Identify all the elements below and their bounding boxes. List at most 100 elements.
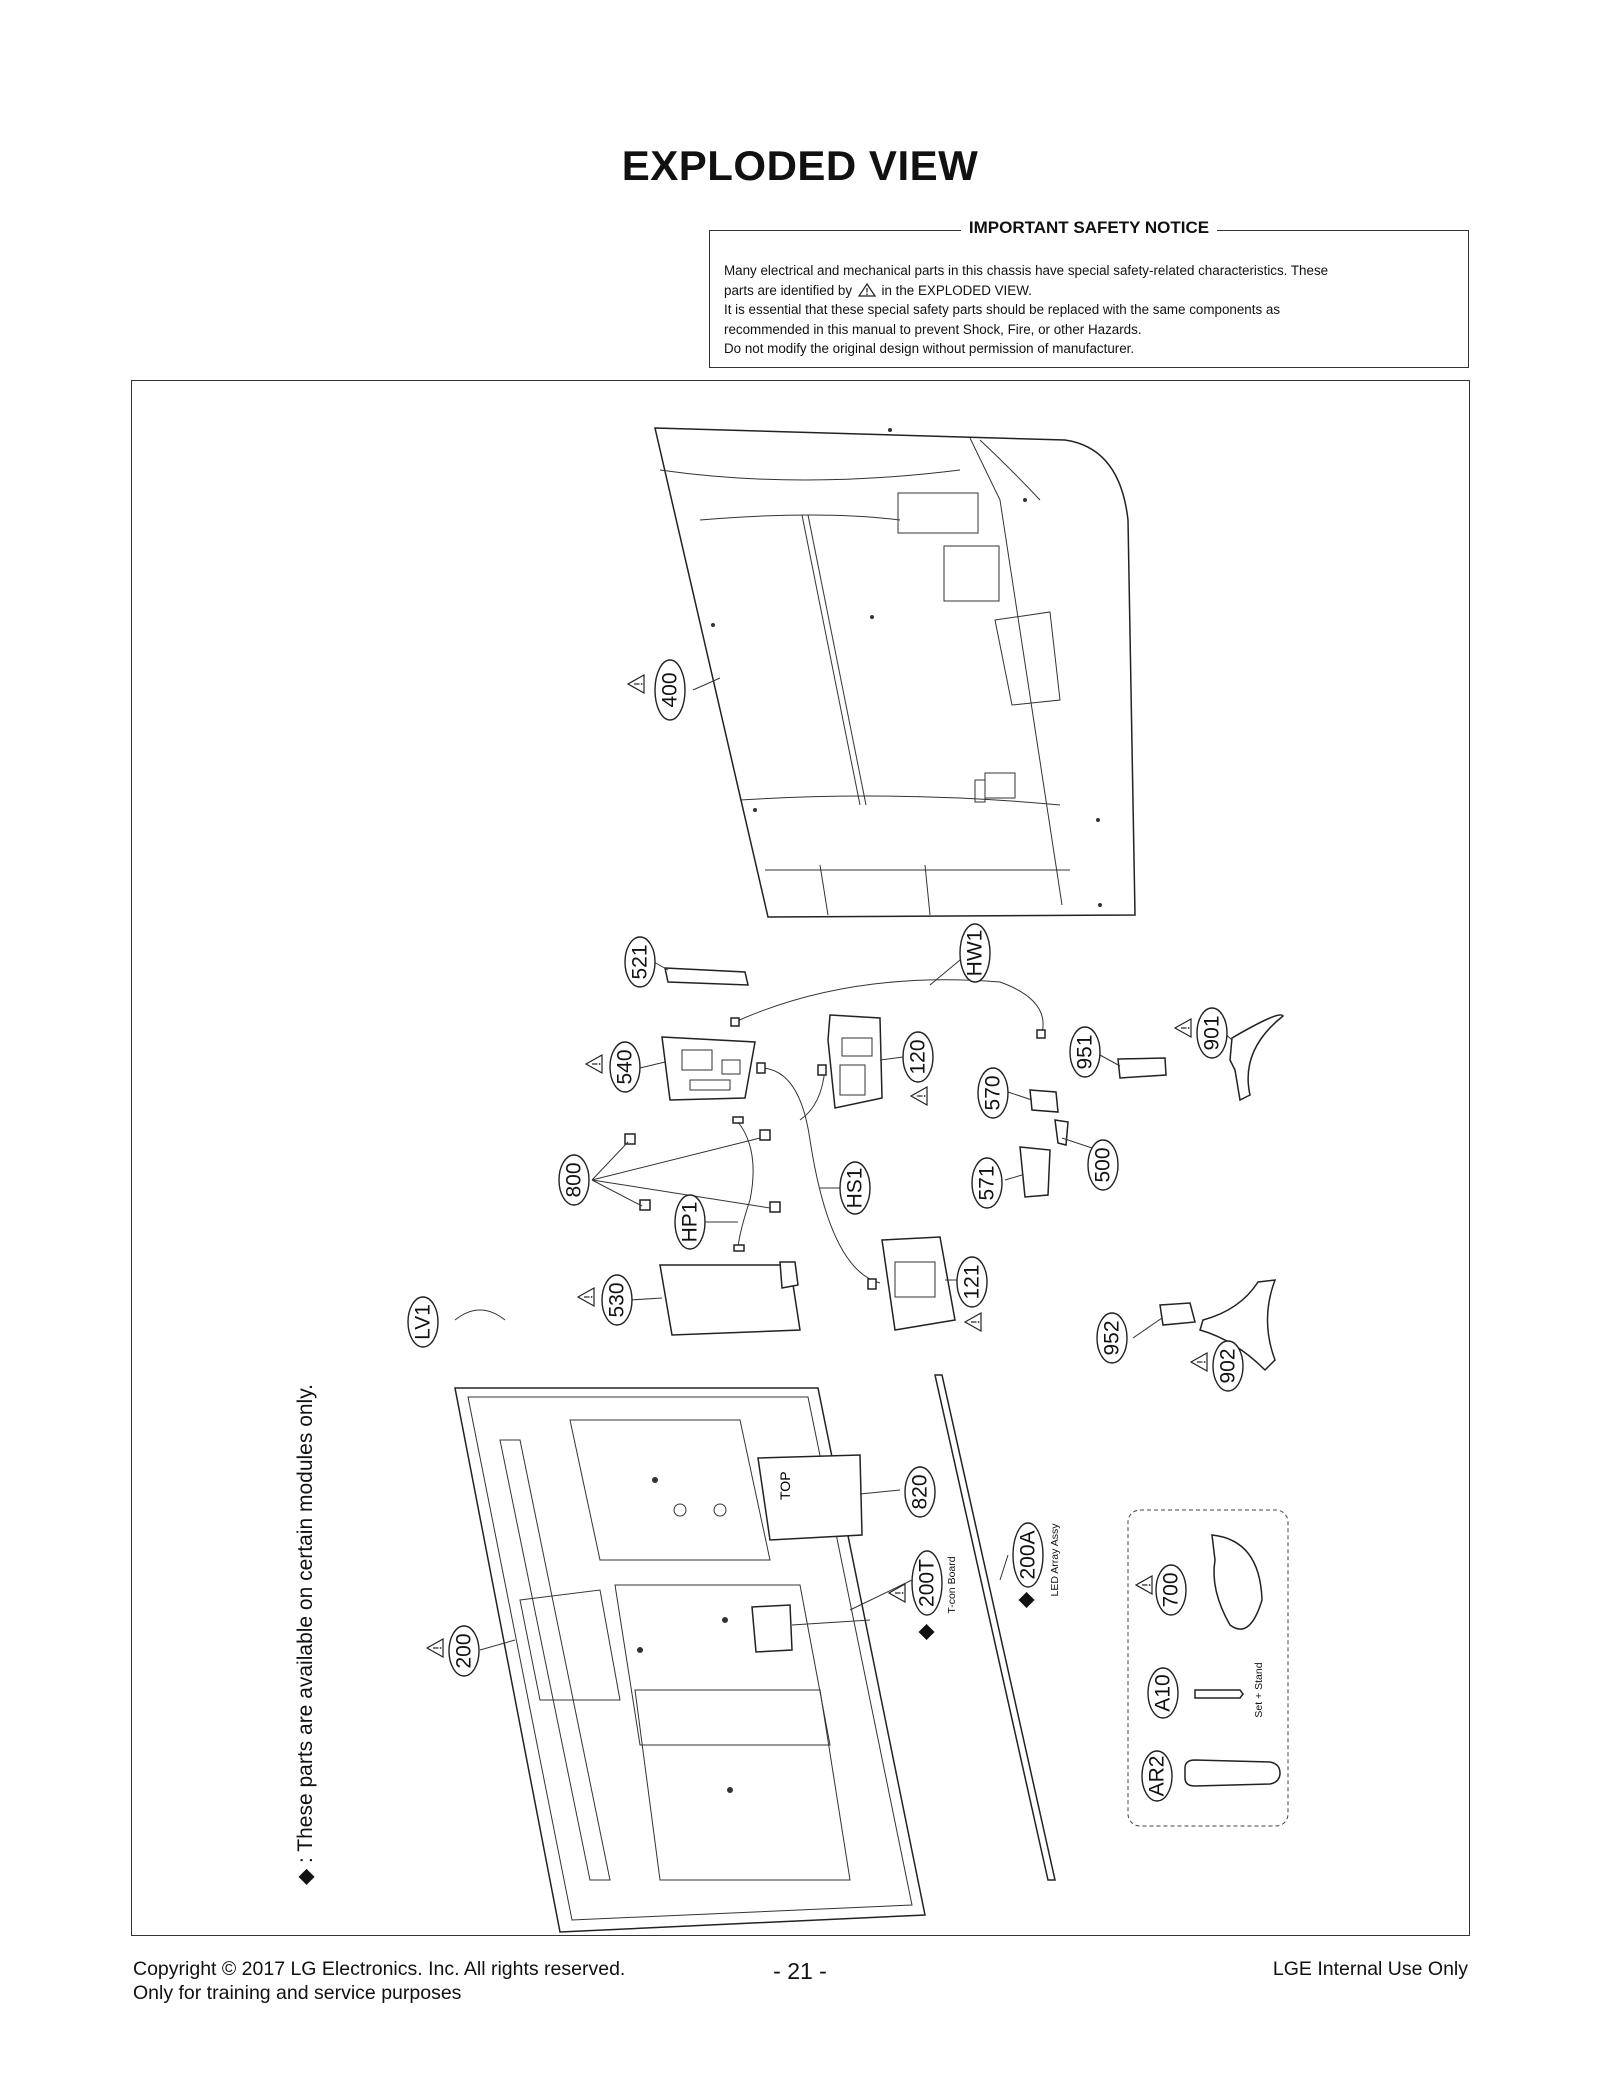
callout-HP1: HP1	[674, 1194, 706, 1250]
svg-text:HW1: HW1	[964, 930, 987, 977]
callout-200A: 200A	[1012, 1522, 1044, 1588]
svg-text:HS1: HS1	[844, 1168, 867, 1209]
power-board-530-part	[659, 1261, 801, 1336]
set-stand-label: Set + Stand	[1253, 1662, 1265, 1717]
notice-line-1: Many electrical and mechanical parts in …	[724, 263, 1329, 278]
warning-triangle-icon	[577, 1287, 595, 1307]
footer-internal: LGE Internal Use Only	[1272, 1958, 1468, 1980]
svg-text:952: 952	[1101, 1320, 1124, 1355]
notice-line-2b: in the EXPLODED VIEW.	[881, 282, 1032, 298]
bracket-820-part	[757, 1454, 863, 1541]
clips-800-part	[591, 1129, 781, 1213]
svg-text:A10: A10	[1152, 1674, 1175, 1711]
callout-952: 952	[1096, 1312, 1128, 1364]
speaker-120-part	[827, 1014, 883, 1109]
svg-text:800: 800	[563, 1162, 586, 1197]
callout-540: 540	[609, 1041, 641, 1093]
callout-570: 570	[977, 1067, 1009, 1119]
led-array-part	[934, 1374, 1056, 1881]
svg-text:820: 820	[909, 1474, 932, 1509]
footer-copyright: Copyright © 2017 LG Electronics. Inc. Al…	[133, 1958, 626, 1980]
warning-triangle-icon	[857, 282, 876, 297]
svg-text:200A: 200A	[1017, 1530, 1040, 1579]
safety-notice-heading: IMPORTANT SAFETY NOTICE	[960, 218, 1218, 237]
svg-text:530: 530	[606, 1282, 629, 1317]
notice-line-5: Do not modify the original design withou…	[724, 341, 1135, 356]
stand-901-part	[1229, 1014, 1284, 1102]
modules-footnote: ◆ : These parts are available on certain…	[294, 1384, 317, 1885]
footer-training: Only for training and service purposes	[133, 1982, 462, 2004]
svg-text:200T: 200T	[916, 1559, 939, 1607]
main-board-540-part	[661, 1036, 756, 1101]
exploded-view-diagram: TOP 400 521 HW1 540 120	[294, 427, 1289, 1933]
callout-A10: A10	[1147, 1667, 1179, 1719]
callout-200T: 200T	[911, 1550, 943, 1616]
notice-line-4: recommended in this manual to prevent Sh…	[724, 321, 1142, 337]
svg-text:570: 570	[982, 1075, 1005, 1110]
safety-notice-box: IMPORTANT SAFETY NOTICE Many electrical …	[709, 218, 1469, 368]
callout-951: 951	[1069, 1026, 1101, 1078]
remote-ar2-part	[1184, 1759, 1281, 1787]
warning-triangle-icon	[1190, 1352, 1208, 1372]
warning-triangle-icon	[888, 1583, 906, 1603]
svg-text:521: 521	[629, 944, 652, 979]
callout-530: 530	[601, 1274, 633, 1326]
svg-text:500: 500	[1092, 1147, 1115, 1182]
ir-board-500-part	[1054, 1119, 1069, 1146]
warning-triangle-icon	[910, 1086, 928, 1106]
cable-lv1-part	[454, 1309, 506, 1321]
callout-HW1: HW1	[959, 923, 991, 983]
callout-400: 400	[654, 659, 686, 721]
callout-120: 120	[902, 1031, 934, 1083]
stand-bracket-951-part	[1117, 1057, 1167, 1079]
tcon-board-label: T-con Board	[946, 1556, 958, 1613]
callout-700: 700	[1155, 1564, 1187, 1616]
cable-hs1-part	[761, 1067, 881, 1284]
warning-triangle-icon	[964, 1312, 982, 1332]
svg-text:HP1: HP1	[679, 1202, 702, 1243]
tcon-board-part	[751, 1604, 793, 1653]
callout-571: 571	[971, 1157, 1003, 1209]
svg-text:120: 120	[907, 1039, 930, 1074]
board-570-part	[1029, 1089, 1059, 1113]
screw-a10-part	[1194, 1689, 1244, 1699]
callout-AR2: AR2	[1141, 1750, 1173, 1802]
cable-hw1-part	[734, 979, 1044, 1034]
callout-121: 121	[956, 1256, 988, 1308]
callout-820: 820	[904, 1466, 936, 1518]
svg-text:700: 700	[1160, 1572, 1183, 1607]
diagram-frame	[131, 380, 1470, 1936]
svg-text:902: 902	[1217, 1348, 1240, 1383]
back-cover-part	[654, 427, 1136, 918]
callout-800: 800	[558, 1154, 590, 1206]
speaker-121-part	[881, 1236, 956, 1331]
stand-bracket-952-part	[1159, 1302, 1196, 1326]
footnote-text: : These parts are available on certain m…	[294, 1384, 317, 1863]
page-title: EXPLODED VIEW	[621, 142, 979, 189]
cable-hp1-part	[737, 1121, 754, 1248]
callout-LV1: LV1	[407, 1296, 439, 1348]
bracket-521-part	[664, 967, 749, 986]
warning-triangle-icon	[426, 1638, 444, 1658]
warning-triangle-icon	[585, 1054, 603, 1074]
svg-text:901: 901	[1201, 1015, 1224, 1050]
svg-text:LV1: LV1	[412, 1304, 435, 1340]
diamond-marker: ◆	[1014, 1591, 1037, 1608]
power-cord-700-part	[1211, 1534, 1263, 1630]
svg-text:200: 200	[453, 1633, 476, 1668]
warning-triangle-icon	[1174, 1018, 1192, 1038]
warning-triangle-icon	[1135, 1575, 1153, 1595]
board-571-part	[1019, 1146, 1051, 1198]
callout-521: 521	[624, 936, 656, 988]
diamond-marker: ◆	[914, 1623, 937, 1640]
accessory-box	[1127, 1509, 1289, 1827]
callout-200: 200	[448, 1625, 480, 1677]
page-number: - 21 -	[773, 1958, 827, 1984]
callout-500: 500	[1087, 1139, 1119, 1191]
callout-901: 901	[1196, 1007, 1228, 1059]
callout-HS1: HS1	[839, 1161, 871, 1215]
stand-902-part	[1199, 1279, 1277, 1372]
notice-line-2a: parts are identified by	[724, 282, 853, 298]
top-arrow-label: TOP	[777, 1471, 793, 1500]
footnote-diamond: ◆	[294, 1868, 317, 1885]
